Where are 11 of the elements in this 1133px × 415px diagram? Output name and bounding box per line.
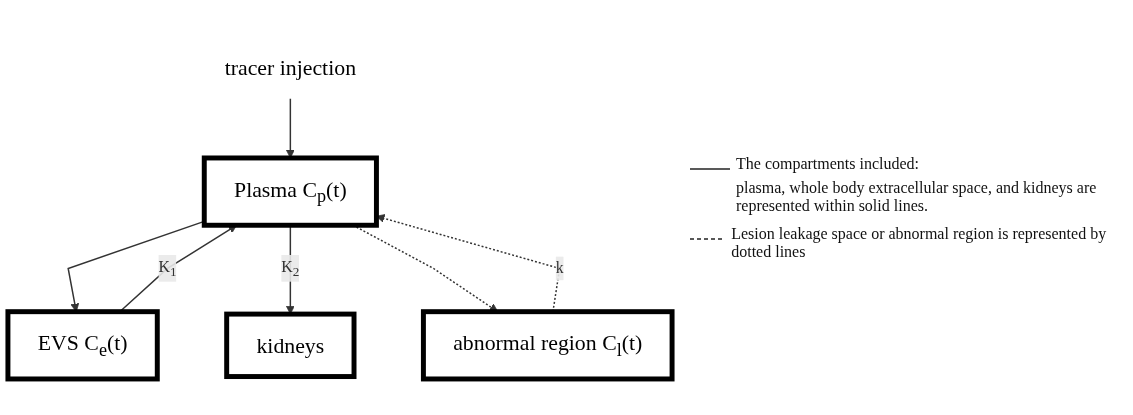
edge-label: K$_{1}$ bbox=[158, 257, 177, 279]
edge-label: k bbox=[555, 259, 564, 277]
legend-text: Lesion leakage space or abnormal region is represented by dotted lines bbox=[731, 224, 1108, 261]
node-text: tracer injection bbox=[224, 54, 357, 80]
node-box: kidneys bbox=[224, 311, 357, 380]
node-box: EVS C$_{e}$(t) bbox=[5, 309, 160, 382]
edge-label: K$_{2}$ bbox=[281, 257, 300, 279]
legend-text: The compartments included: bbox=[736, 154, 920, 173]
node-box: abnormal region C$_{l}$(t) bbox=[420, 309, 675, 382]
node-box: Plasma C$_{p}$(t) bbox=[201, 155, 379, 228]
legend-note: plasma, whole body extracellular space, and kidneys are represented within solid lines. bbox=[736, 178, 1098, 215]
